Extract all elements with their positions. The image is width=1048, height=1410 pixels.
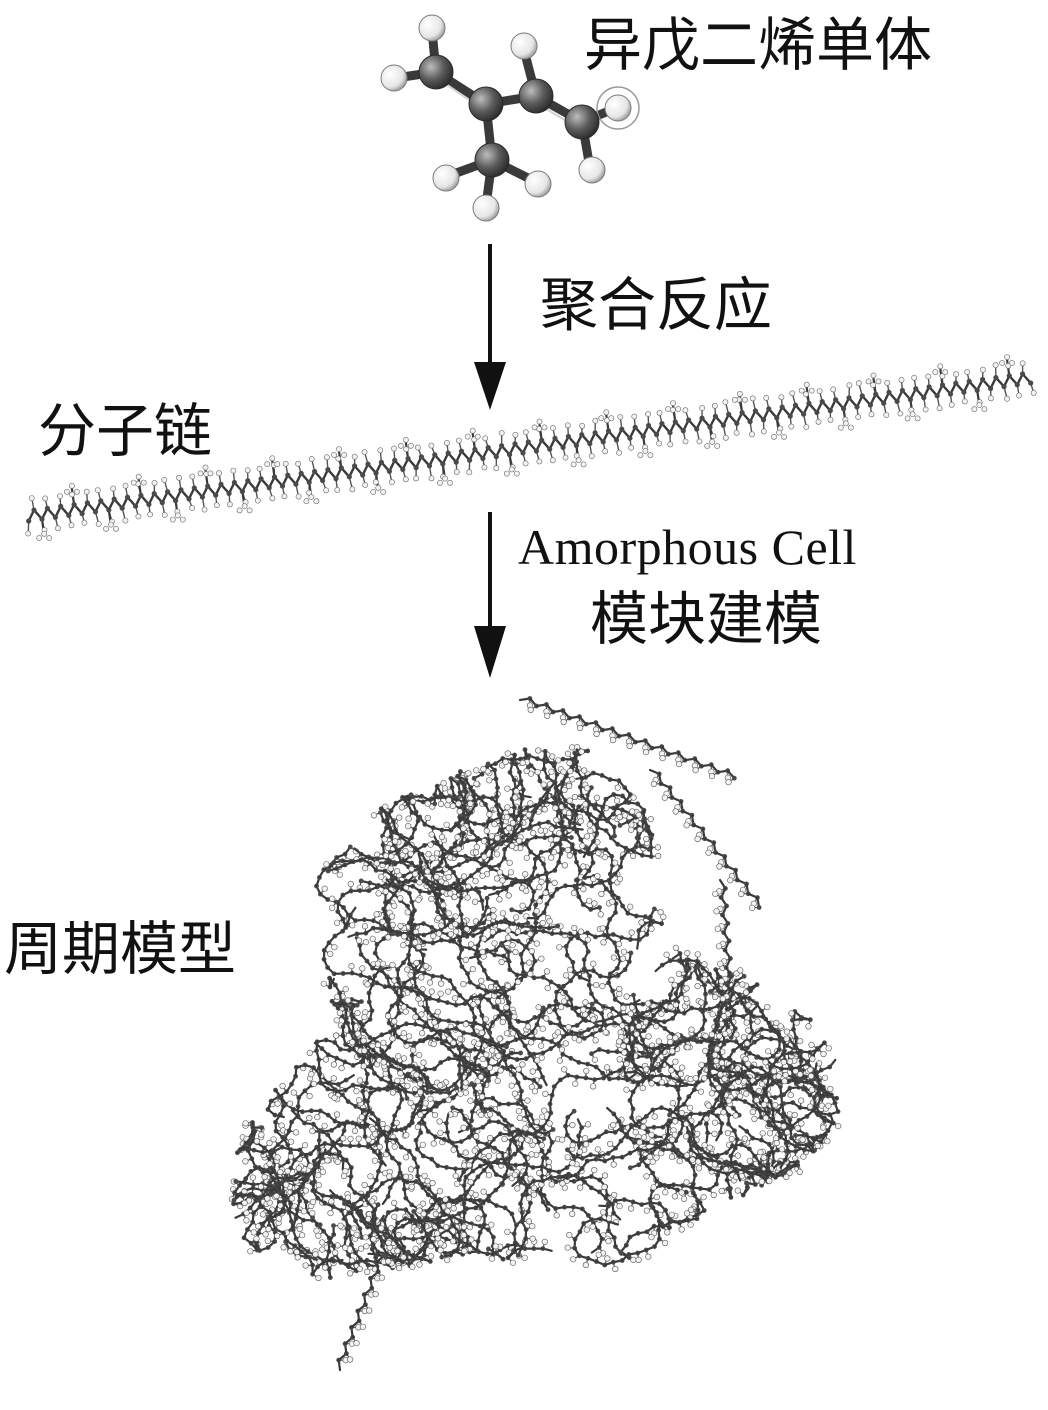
molecular-chain-label: 分子链 xyxy=(38,397,213,465)
periodic-model-label: 周期模型 xyxy=(4,915,237,983)
isoprene-monomer-model xyxy=(380,14,640,222)
polymerization-label: 聚合反应 xyxy=(540,271,773,339)
arrow-amorphous-cell xyxy=(474,512,506,678)
periodic-cell-model xyxy=(228,696,842,1372)
monomer-label: 异戊二烯单体 xyxy=(584,11,933,79)
molecular-chain-model xyxy=(25,354,1037,541)
module-modeling-label: 模块建模 xyxy=(590,585,823,653)
arrow-polymerization xyxy=(474,244,506,410)
amorphous-cell-label: Amorphous Cell xyxy=(518,519,857,575)
